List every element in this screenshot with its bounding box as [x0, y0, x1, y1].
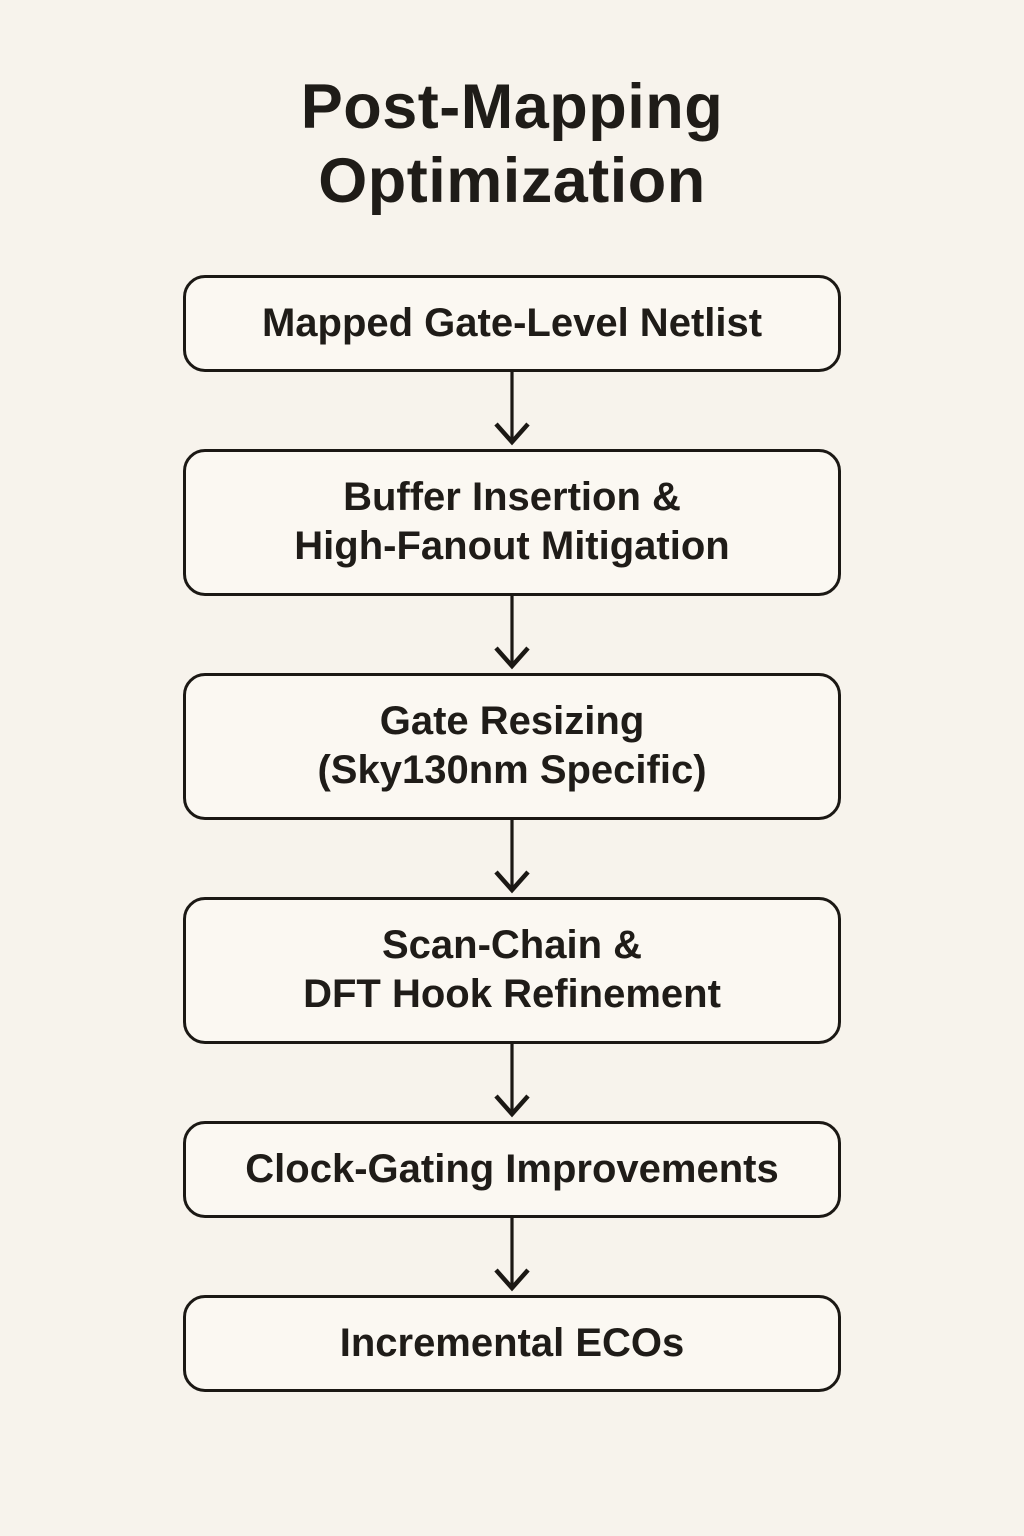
- arrow-down-icon: [488, 1043, 536, 1121]
- node-clock-gating-improvements: Clock-Gating Improvements: [183, 1120, 841, 1218]
- node-gate-resizing-sky130nm-specific: Gate Resizing (Sky130nm Specific): [183, 672, 841, 820]
- node-mapped-gate-level-netlist: Mapped Gate-Level Netlist: [183, 274, 841, 372]
- node-incremental-ecos: Incremental ECOs: [183, 1294, 841, 1392]
- arrow-down-icon: [488, 819, 536, 897]
- arrow-down-icon: [488, 371, 536, 449]
- arrow-down-icon: [488, 1217, 536, 1295]
- node-buffer-insertion-high-fanout-mitigation: Buffer Insertion & High-Fanout Mitigatio…: [183, 448, 841, 596]
- flowchart: Mapped Gate-Level Netlist Buffer Inserti…: [0, 274, 1024, 1392]
- node-scan-chain-dft-hook-refinement: Scan-Chain & DFT Hook Refinement: [183, 896, 841, 1044]
- arrow-down-icon: [488, 595, 536, 673]
- page-title: Post-Mapping Optimization: [300, 72, 724, 217]
